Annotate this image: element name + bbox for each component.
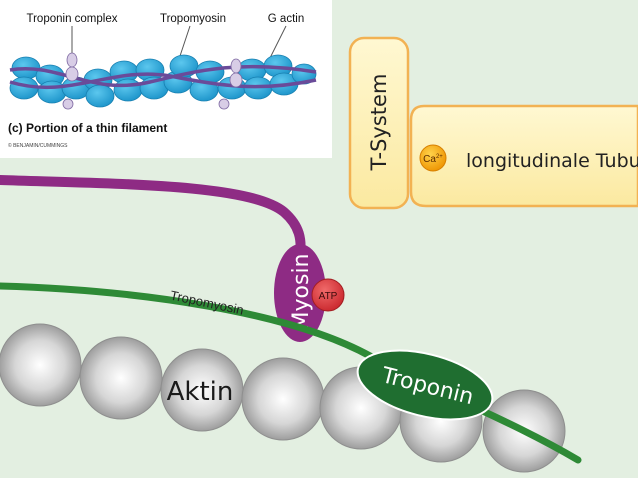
inset-label-g-actin: G actin bbox=[268, 13, 304, 25]
inset-troponin-part bbox=[230, 58, 242, 74]
thin-filament-inset: Troponin complex Tropomyosin G actin bbox=[0, 0, 332, 158]
inset-actin-bead bbox=[113, 78, 143, 102]
tropomyosin-label: Tropomyosin bbox=[169, 288, 245, 318]
inset-caption: (c) Portion of a thin filament bbox=[8, 121, 167, 135]
inset-tropomyosin-strand bbox=[9, 64, 317, 88]
myosin-head bbox=[274, 244, 326, 342]
inset-troponin-part bbox=[62, 98, 74, 110]
myosin-tail bbox=[0, 175, 306, 261]
aktin-label: Aktin bbox=[167, 377, 234, 407]
atp-molecule bbox=[311, 278, 345, 312]
actin-sphere bbox=[241, 357, 325, 441]
troponin-body bbox=[356, 349, 494, 421]
inset-actin-bead bbox=[85, 84, 115, 108]
calcium-label: Ca2+ bbox=[423, 154, 443, 165]
longitudinal-tubuli-label: longitudinale Tubuli bbox=[466, 150, 638, 172]
t-system-label: T-System bbox=[367, 74, 391, 172]
inset-leader-g-actin bbox=[269, 25, 287, 59]
inset-troponin-part bbox=[65, 66, 79, 82]
inset-troponin-part bbox=[66, 52, 78, 68]
tropomyosin-strand bbox=[0, 282, 582, 464]
longitudinal-tubule bbox=[409, 104, 638, 208]
actin-sphere bbox=[0, 323, 82, 407]
inset-troponin-part bbox=[229, 72, 243, 88]
inset-label-troponin-complex: Troponin complex bbox=[27, 13, 118, 25]
atp-label: ATP bbox=[319, 291, 338, 302]
inset-tropomyosin-strand bbox=[9, 72, 317, 90]
inset-label-tropomyosin: Tropomyosin bbox=[160, 13, 226, 25]
inset-troponin bbox=[62, 52, 243, 110]
actin-sphere bbox=[79, 336, 163, 420]
myosin-label: Myosin bbox=[289, 254, 314, 331]
inset-troponin-part bbox=[218, 98, 230, 110]
troponin-complex: Troponin bbox=[356, 349, 494, 421]
tubule-system: T-System Ca2+ longitudinale Tubuli bbox=[348, 36, 638, 210]
inset-actin-bead bbox=[37, 80, 67, 104]
calcium-ion bbox=[419, 144, 447, 172]
t-system-tubule bbox=[348, 36, 410, 210]
myosin: Myosin ATP bbox=[0, 175, 345, 342]
inset-credit: © BENJAMIN/CUMMINGS bbox=[8, 142, 68, 149]
